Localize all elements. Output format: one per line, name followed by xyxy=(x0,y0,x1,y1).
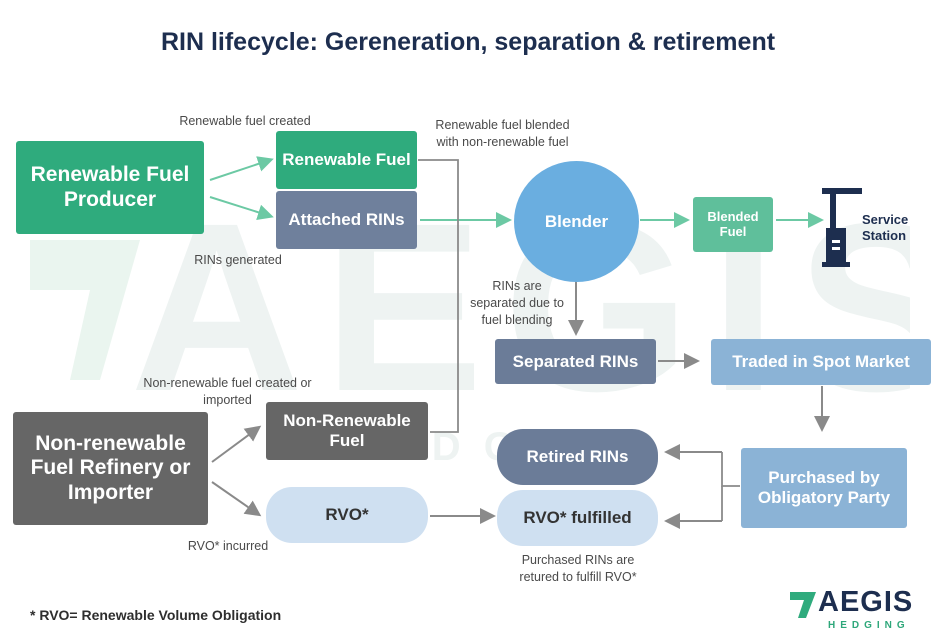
service-station-icon xyxy=(822,188,862,267)
note-rvo-incurred: RVO* incurred xyxy=(187,539,269,553)
node-attached-rins: Attached RINs xyxy=(276,191,417,249)
logo-subtitle: HEDGING xyxy=(828,620,910,631)
note-rins-generated: RINs generated xyxy=(194,253,282,267)
watermark-mark xyxy=(30,240,140,380)
node-spot-market: Traded in Spot Market xyxy=(711,339,931,385)
diagram-title: RIN lifecycle: Gereneration, separation … xyxy=(160,28,776,56)
node-renewable-fuel: Renewable Fuel xyxy=(276,131,417,189)
node-blender: Blender xyxy=(514,161,639,282)
node-nonrenewable-refinery: Non-renewable Fuel Refinery or Importer xyxy=(13,412,208,525)
note-blended-with: Renewable fuel blended with non-renewabl… xyxy=(435,118,570,149)
node-rvo-fulfilled: RVO* fulfilled xyxy=(497,490,658,546)
node-renewable-producer: Renewable Fuel Producer xyxy=(16,141,204,234)
node-nonrenewable-fuel: Non-Renewable Fuel xyxy=(266,402,428,460)
logo-name: AEGIS xyxy=(818,586,914,618)
node-rvo: RVO* xyxy=(266,487,428,543)
arrow-producer-to-fuel xyxy=(209,156,274,181)
note-purchased-returned: Purchased RINs are retured to fulfill RV… xyxy=(519,553,637,584)
note-nonrenewable-created: Non-renewable fuel created or imported xyxy=(143,376,312,407)
footnote: * RVO= Renewable Volume Obligation xyxy=(30,607,282,623)
node-separated-rins: Separated RINs xyxy=(495,339,656,384)
node-purchased: Purchased by Obligatory Party xyxy=(741,448,907,528)
arrow-refinery-to-nonrenewable xyxy=(211,425,262,463)
aegis-mark-icon xyxy=(790,592,816,618)
arrow-refinery-to-rvo xyxy=(211,481,262,517)
node-blended-fuel: Blended Fuel xyxy=(693,197,773,252)
note-rins-separated: RINs are separated due to fuel blending xyxy=(470,279,564,327)
connector-purchased-bracket xyxy=(721,452,740,487)
node-retired-rins: Retired RINs xyxy=(497,429,658,485)
node-service-station: Service Station xyxy=(862,212,909,244)
arrow-producer-to-rins xyxy=(209,196,274,221)
connector-fuel-bracket xyxy=(418,159,459,433)
note-renewable-created: Renewable fuel created xyxy=(179,114,311,128)
aegis-logo: AEGIS HEDGING xyxy=(790,586,925,632)
